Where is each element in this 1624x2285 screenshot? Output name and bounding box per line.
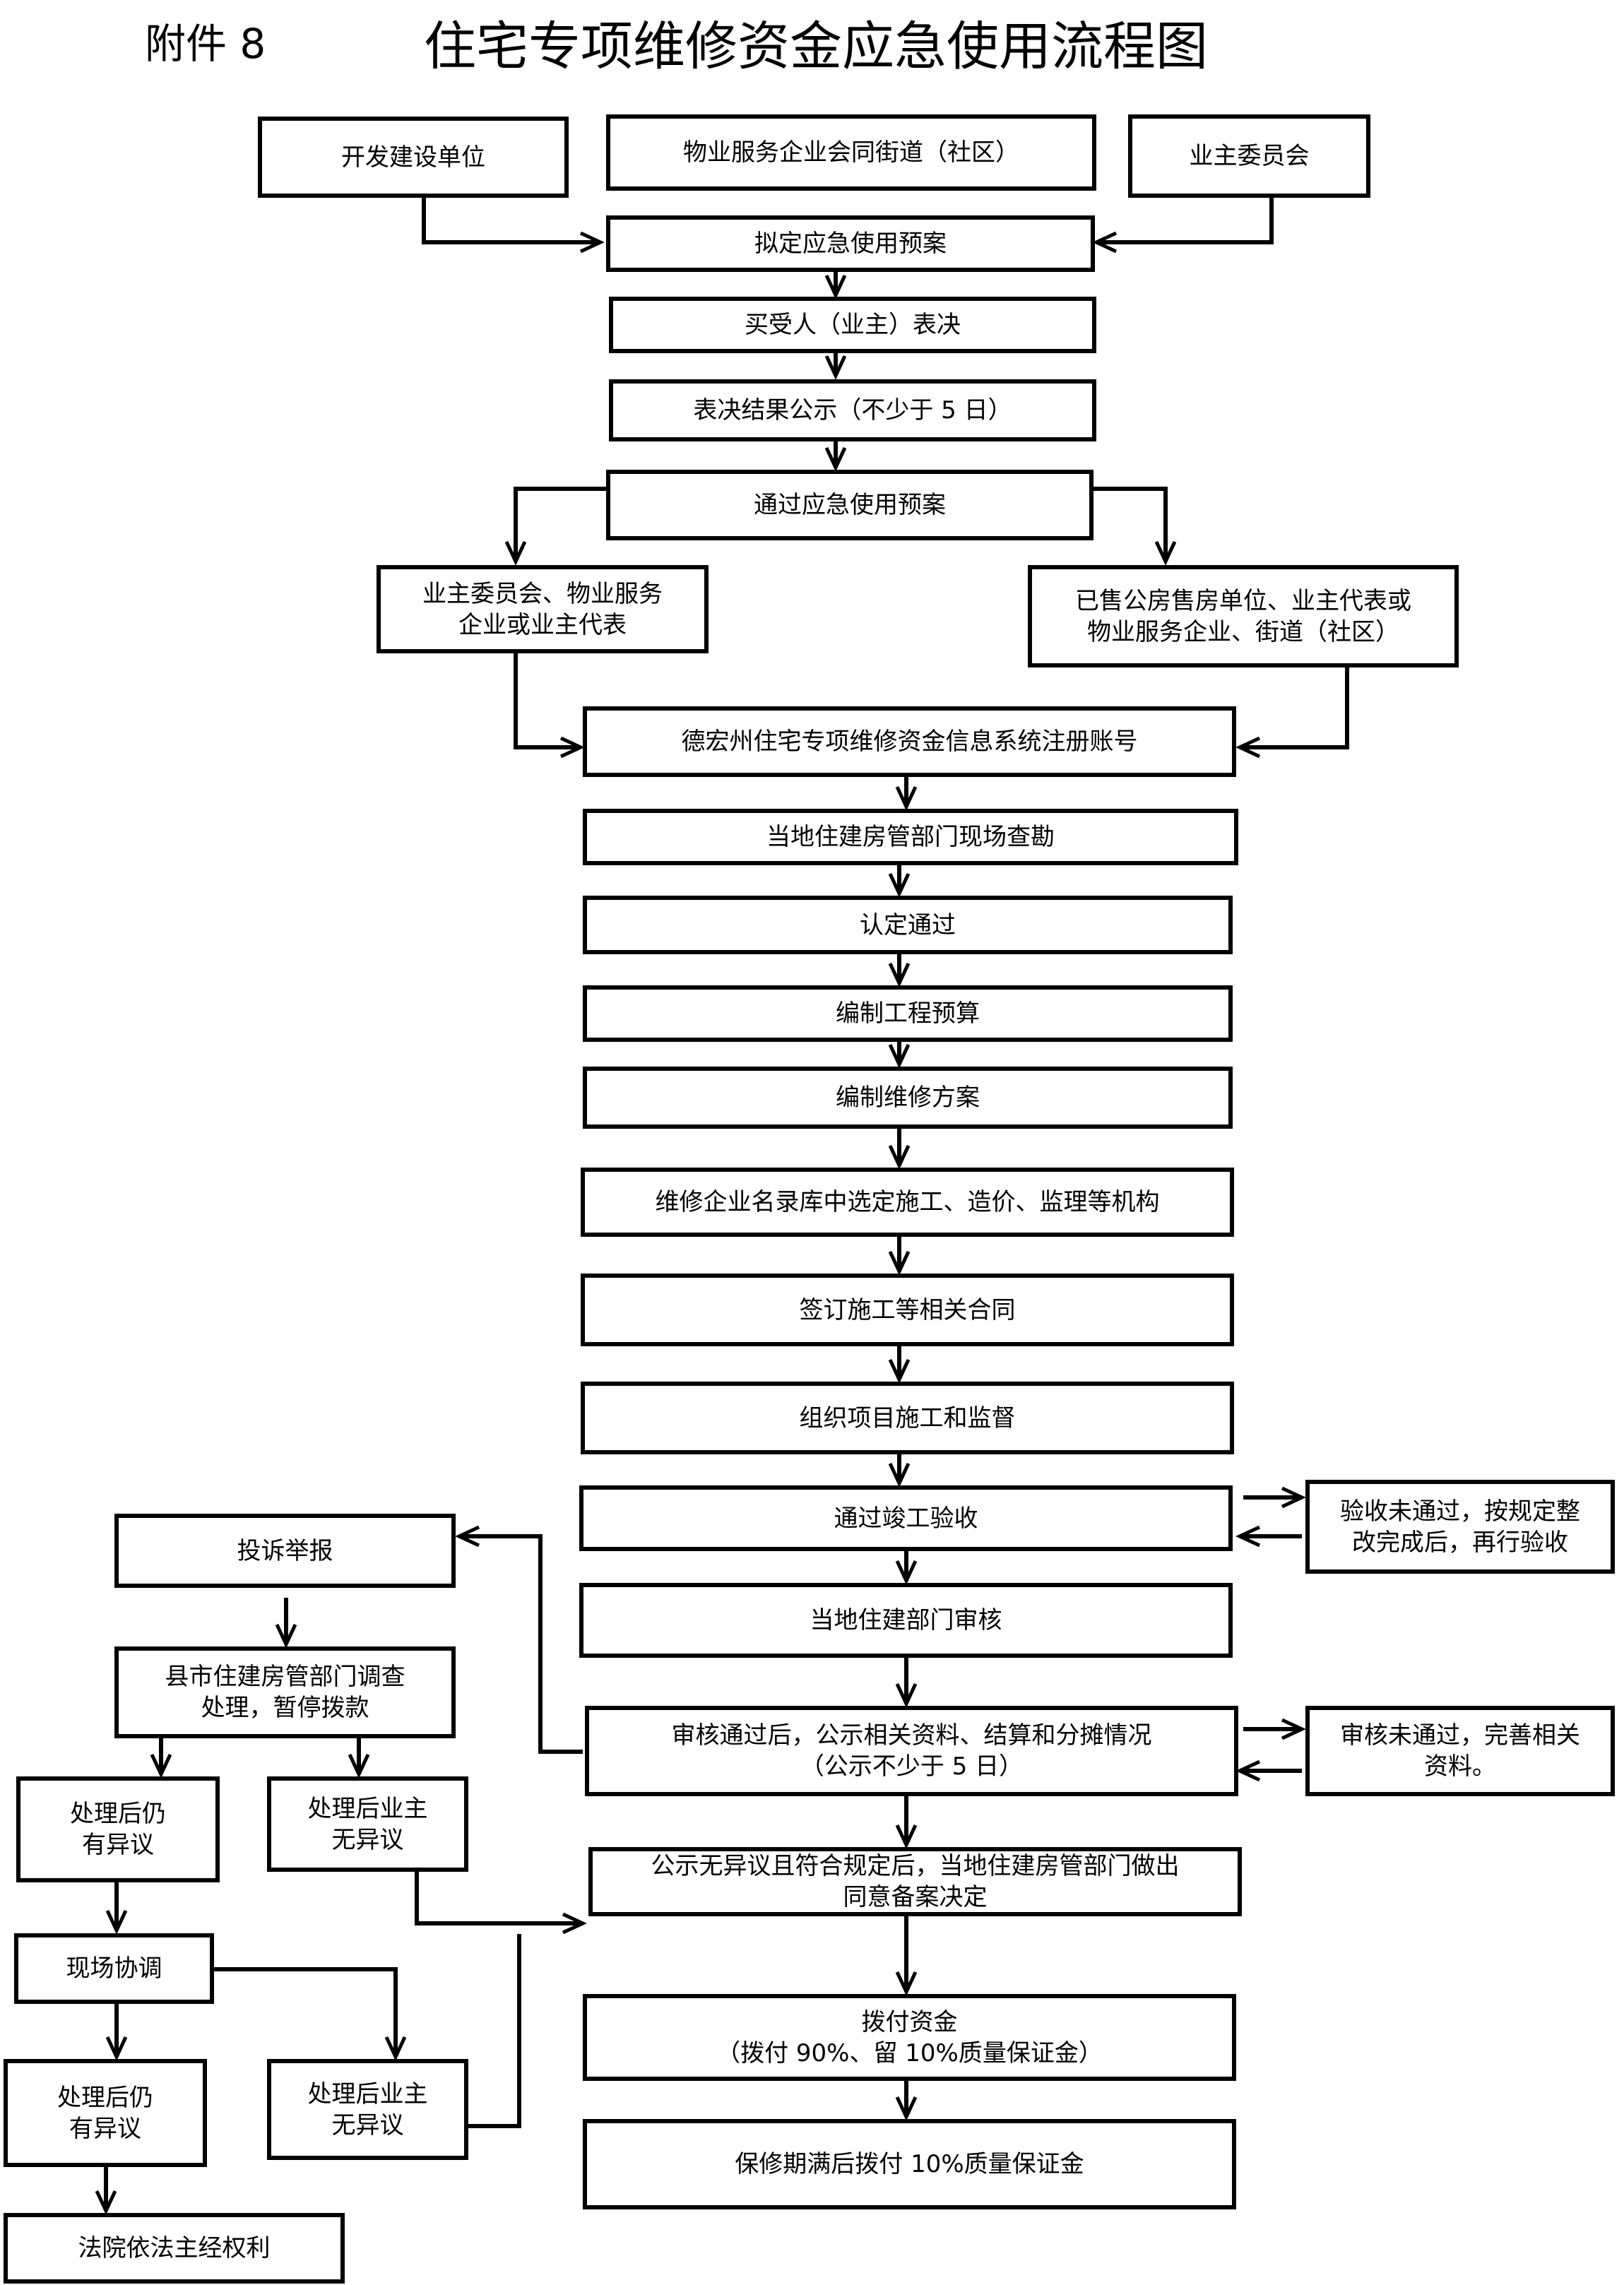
arrow-left-to-register bbox=[514, 650, 581, 747]
court-box: 法院依法主经权利 bbox=[4, 2213, 345, 2284]
repair-plan-box: 编制维修方案 bbox=[583, 1067, 1233, 1129]
arrow-right-to-register bbox=[1240, 664, 1349, 747]
arrow-developer-to-plan bbox=[422, 194, 600, 242]
budget-box: 编制工程预算 bbox=[583, 985, 1233, 1042]
no-objection-owner-2-box: 处理后业主无异议 bbox=[267, 2059, 468, 2160]
owners-committee-box: 业主委员会 bbox=[1128, 114, 1370, 198]
line-no-obj-2-to-main bbox=[466, 1934, 521, 2128]
still-objection-2-box: 处理后仍有异议 bbox=[4, 2059, 207, 2167]
final-payment-box: 保修期满后拨付 10%质量保证金 bbox=[583, 2119, 1236, 2209]
right-branch-box: 已售公房售房单位、业主代表或物业服务企业、街道（社区） bbox=[1028, 565, 1459, 667]
developer-box: 开发建设单位 bbox=[258, 117, 569, 198]
disburse-box: 拨付资金（拨付 90%、留 10%质量保证金） bbox=[583, 1994, 1236, 2081]
arrow-approve-to-right bbox=[1091, 487, 1166, 562]
draft-plan-box: 拟定应急使用预案 bbox=[606, 215, 1095, 272]
acceptance-fail-box: 验收未通过，按规定整改完成后，再行验收 bbox=[1305, 1480, 1615, 1574]
no-objection-box: 公示无异议且符合规定后，当地住建房管部门做出同意备案决定 bbox=[588, 1847, 1242, 1916]
arrow-publicity-to-complaint bbox=[459, 1536, 583, 1754]
no-objection-owner-1-box: 处理后业主无异议 bbox=[267, 1776, 468, 1872]
annex-label: 附件 8 bbox=[145, 20, 266, 68]
buyer-vote-box: 买受人（业主）表决 bbox=[609, 297, 1096, 353]
confirmed-box: 认定通过 bbox=[583, 896, 1233, 954]
arrow-coordination-to-no-obj-2 bbox=[212, 1967, 396, 2057]
complaint-box: 投诉举报 bbox=[114, 1514, 456, 1588]
arrow-committee-to-plan bbox=[1096, 194, 1274, 242]
register-account-box: 德宏州住宅专项维修资金信息系统注册账号 bbox=[583, 706, 1236, 777]
audit-fail-box: 审核未通过，完善相关资料。 bbox=[1305, 1706, 1615, 1796]
arrow-approve-to-left bbox=[516, 487, 607, 562]
property-company-box: 物业服务企业会同街道（社区） bbox=[606, 114, 1096, 191]
audit-publicity-box: 审核通过后，公示相关资料、结算和分摊情况（公示不少于 5 日） bbox=[585, 1706, 1238, 1796]
site-coordination-box: 现场协调 bbox=[14, 1933, 214, 2004]
sign-contracts-box: 签订施工等相关合同 bbox=[581, 1274, 1234, 1346]
county-investigate-box: 县市住建房管部门调查处理，暂停拨款 bbox=[114, 1646, 456, 1738]
select-agencies-box: 维修企业名录库中选定施工、造价、监理等机构 bbox=[581, 1168, 1234, 1237]
audit-box: 当地住建部门审核 bbox=[579, 1583, 1233, 1658]
page-title: 住宅专项维修资金应急使用流程图 bbox=[424, 16, 1208, 77]
arrow-no-obj-1-to-final bbox=[415, 1870, 583, 1923]
still-objection-1-box: 处理后仍有异议 bbox=[16, 1776, 220, 1882]
left-branch-box: 业主委员会、物业服务企业或业主代表 bbox=[377, 565, 709, 653]
vote-publicity-box: 表决结果公示（不少于 5 日） bbox=[609, 379, 1096, 441]
organize-supervise-box: 组织项目施工和监督 bbox=[581, 1382, 1234, 1454]
acceptance-box: 通过竣工验收 bbox=[579, 1485, 1233, 1551]
approve-plan-box: 通过应急使用预案 bbox=[606, 470, 1093, 540]
site-inspection-box: 当地住建房管部门现场查勘 bbox=[583, 809, 1238, 865]
